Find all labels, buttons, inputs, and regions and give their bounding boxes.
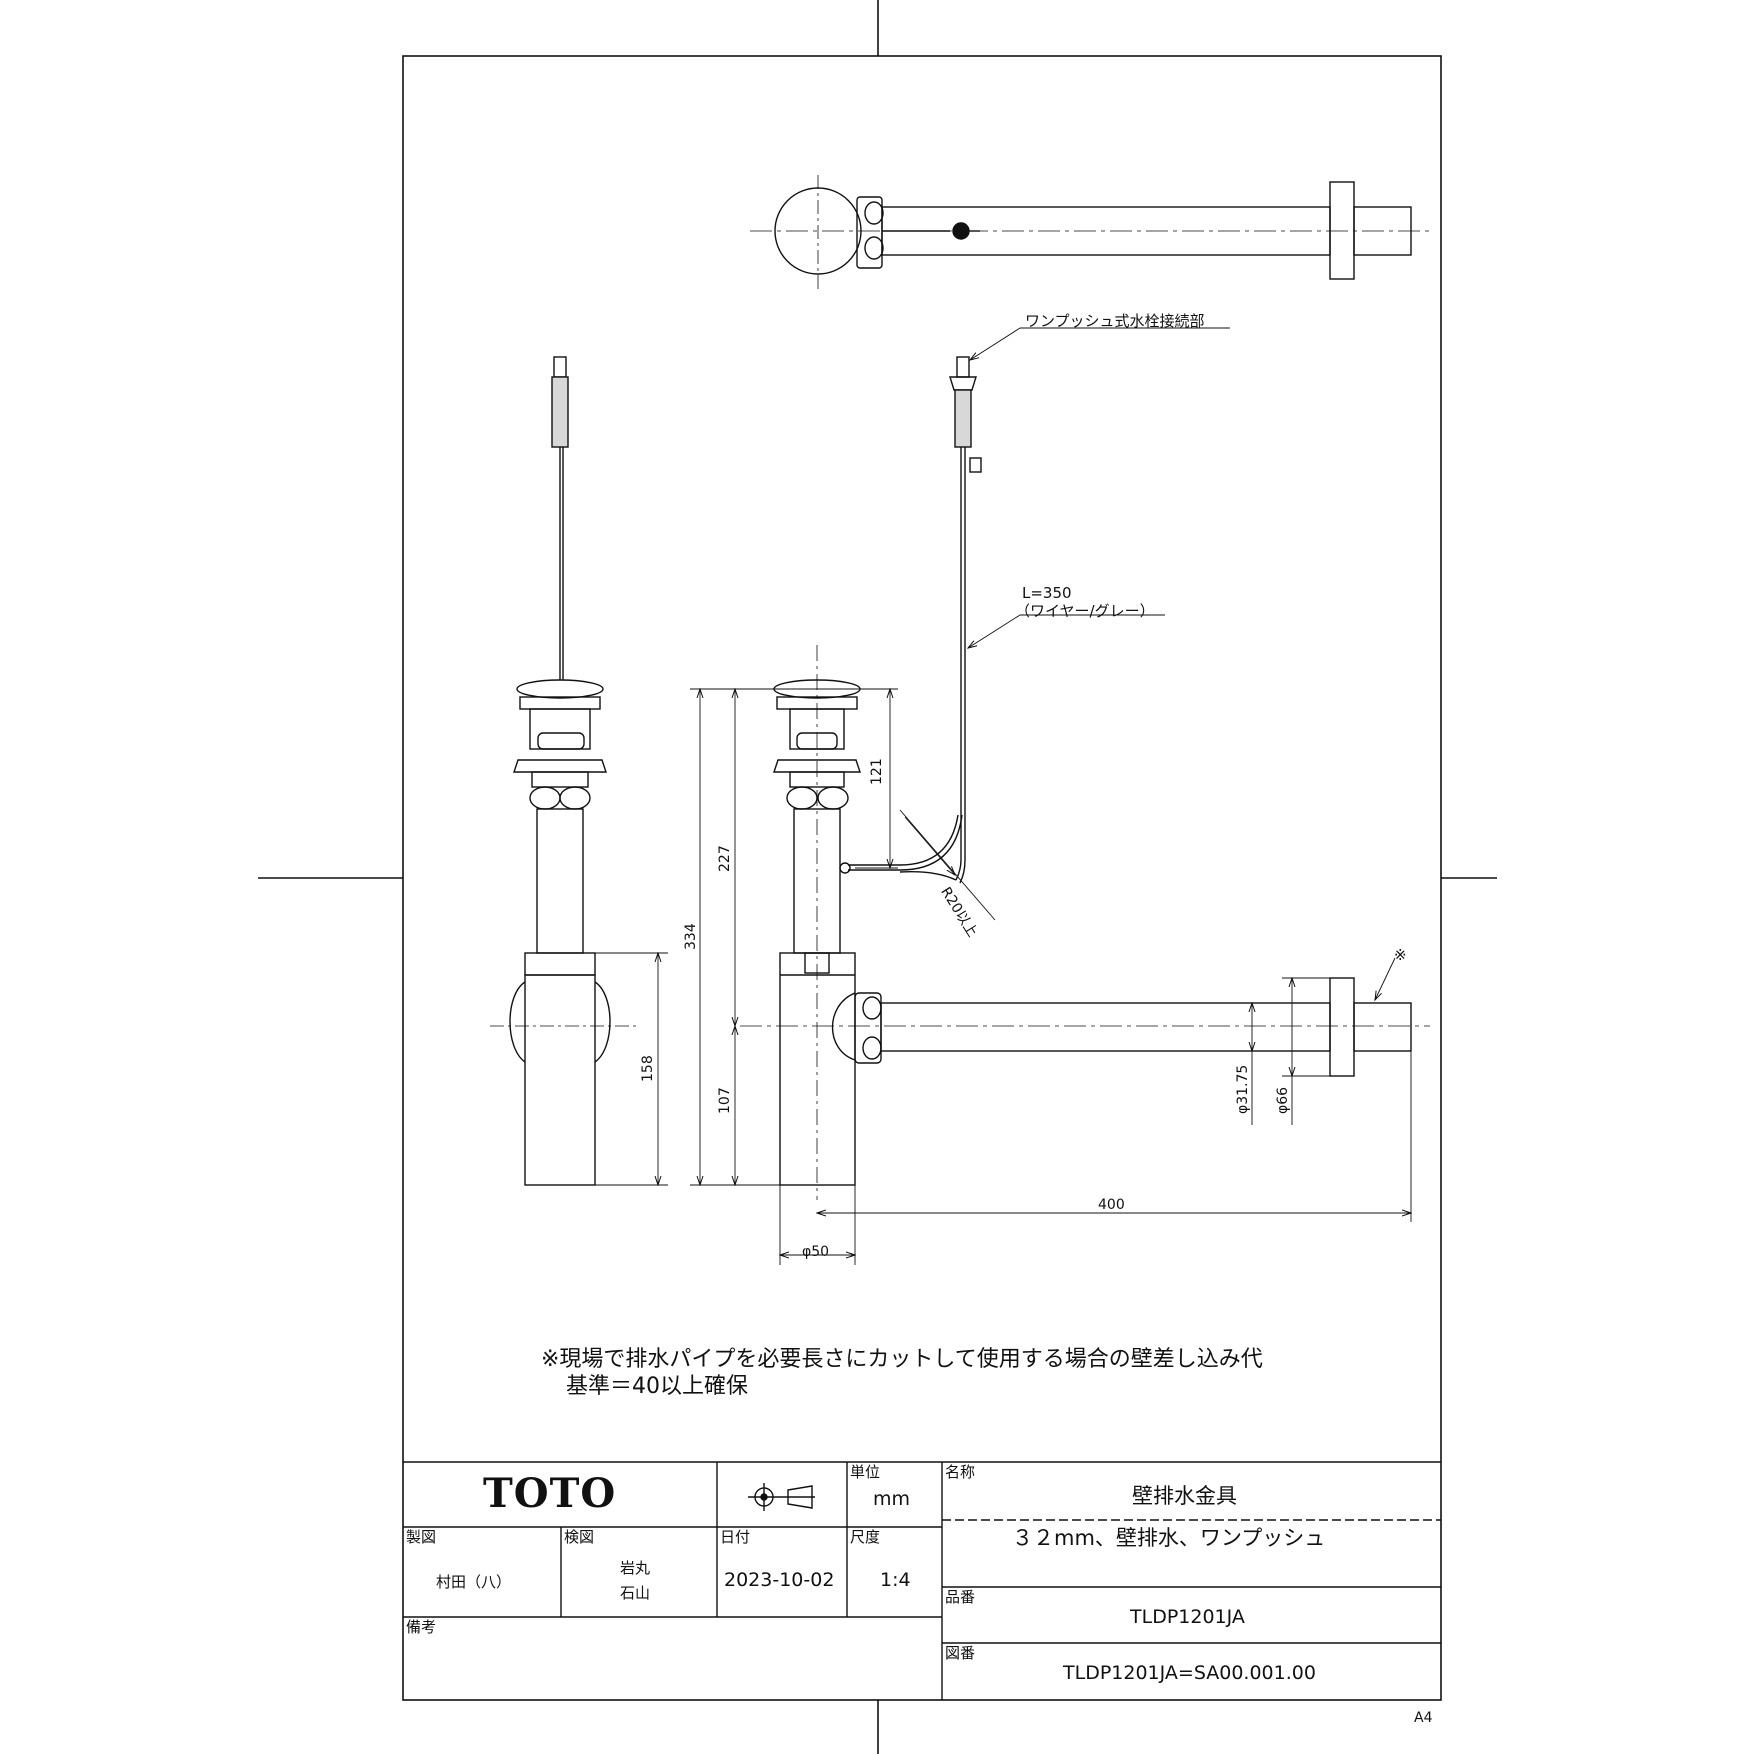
connector-callout: ワンプッシュ式水栓接続部: [1025, 312, 1205, 330]
drawn-label: 製図: [406, 1528, 437, 1546]
side-view-left: [490, 356, 640, 1186]
unit-label: 単位: [850, 1463, 881, 1481]
date-label: 日付: [720, 1528, 751, 1546]
drawing-no-value: TLDP1201JA=SA00.001.00: [1063, 1662, 1316, 1684]
wire-length-label: L=350: [1022, 584, 1072, 602]
part-value: TLDP1201JA: [1130, 1606, 1245, 1628]
dim-121: 121: [869, 758, 885, 785]
date-value: 2023-10-02: [724, 1569, 835, 1591]
drawn-value: 村田（八）: [436, 1573, 512, 1591]
dim-227: 227: [717, 845, 733, 872]
sheet-border: [258, 0, 1497, 1754]
checked-value-2: 石山: [620, 1584, 651, 1602]
wire-spec-label: （ワイヤー/グレー）: [1015, 602, 1155, 620]
checked-value-1: 岩丸: [620, 1559, 651, 1577]
title-block: [403, 1461, 1441, 1700]
note-line-1: ※現場で排水パイプを必要長さにカットして使用する場合の壁差し込み代: [541, 1347, 1263, 1372]
drawing-no-label: 図番: [945, 1644, 976, 1662]
wire-connector: [839, 356, 982, 884]
remarks-label: 備考: [406, 1618, 437, 1636]
toto-logo: TOTO: [483, 1470, 617, 1517]
scale-label: 尺度: [850, 1528, 881, 1546]
paper-size: A4: [1414, 1710, 1433, 1726]
checked-label: 検図: [564, 1528, 595, 1546]
name-sub: ３２mm、壁排水、ワンプッシュ: [1012, 1526, 1326, 1550]
top-view: [750, 175, 1430, 290]
name-value: 壁排水金具: [1132, 1484, 1237, 1508]
note-line-2: 基準＝40以上確保: [566, 1374, 748, 1399]
note-mark: ※: [1394, 946, 1407, 964]
dim-phi31-75: φ31.75: [1235, 1064, 1251, 1114]
dim-phi50: φ50: [802, 1244, 830, 1260]
dim-158: 158: [640, 1055, 656, 1082]
dim-phi66: φ66: [1275, 1086, 1291, 1114]
part-label: 品番: [945, 1588, 976, 1606]
scale-value: 1:4: [880, 1569, 911, 1591]
dim-334: 334: [683, 923, 699, 950]
dim-400: 400: [1098, 1197, 1125, 1213]
unit-value: mm: [873, 1488, 911, 1510]
dimension-lines: [595, 327, 1411, 1265]
dim-107: 107: [717, 1087, 733, 1114]
name-label: 名称: [945, 1463, 976, 1481]
side-view-right: [740, 645, 1430, 1200]
